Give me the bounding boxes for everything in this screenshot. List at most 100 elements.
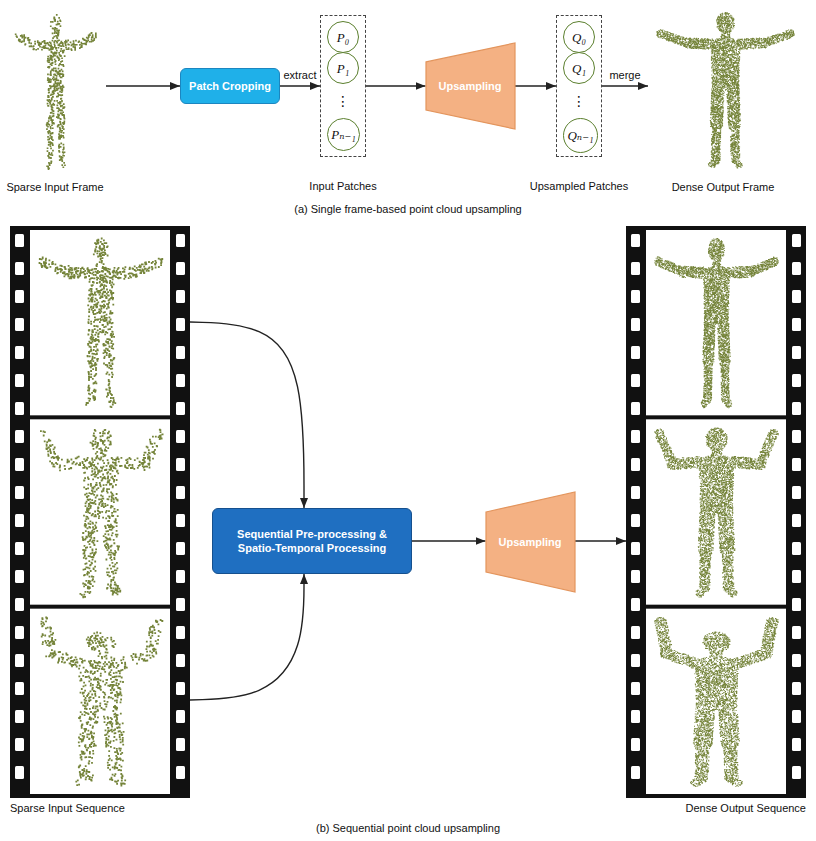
- sprocket-hole: [176, 430, 185, 443]
- film-strip: Sparse Input Sequence: [10, 226, 190, 798]
- sprocket-hole: [631, 654, 640, 667]
- node-text: Dense Output Frame: [672, 180, 775, 194]
- node-text: P₀: [337, 30, 349, 45]
- point-cloud-figure: Sparse Input Frame: [4, 8, 106, 194]
- sprocket-hole: [631, 290, 640, 303]
- connector-arrow: [280, 85, 320, 86]
- film-strip: Dense Output Sequence: [626, 226, 806, 798]
- process-box: Patch Cropping: [180, 68, 280, 104]
- sprocket-hole: [15, 514, 24, 527]
- sprocket-hole: [176, 738, 185, 751]
- sprocket-hole: [176, 458, 185, 471]
- sprocket-hole: [792, 234, 801, 247]
- film-strip-art: [626, 226, 806, 798]
- sprocket-hole: [15, 430, 24, 443]
- connector-arrow: [602, 85, 648, 86]
- sprocket-hole: [631, 402, 640, 415]
- sprocket-hole: [631, 486, 640, 499]
- sprocket-hole: [176, 654, 185, 667]
- film-frame: [30, 230, 170, 415]
- connector-arrow: [106, 85, 180, 86]
- connector-arrow: [412, 540, 486, 541]
- ellipsis-mark: ⋮: [336, 93, 350, 110]
- sprocket-hole: [631, 598, 640, 611]
- patch-circle: Q₀: [563, 21, 595, 53]
- sprocket-hole: [792, 318, 801, 331]
- figures: [15, 12, 795, 170]
- sprocket-hole: [631, 626, 640, 639]
- sprocket-hole: [15, 234, 24, 247]
- patch-circle: Pₙ₋₁: [327, 118, 360, 151]
- film-frame: [646, 230, 786, 415]
- sprocket-hole: [176, 262, 185, 275]
- sprocket-hole: [792, 738, 801, 751]
- sprocket-hole: [792, 766, 801, 779]
- trapezoid-outline: [426, 43, 515, 129]
- patch-circle: P₁: [327, 52, 359, 84]
- point-cloud: [41, 616, 164, 786]
- sprocket-hole: [792, 514, 801, 527]
- sub-caption: (a) Single frame-based point cloud upsam…: [294, 202, 521, 216]
- node-text: Upsampled Patches: [530, 179, 628, 193]
- sprocket-hole: [631, 374, 640, 387]
- sprocket-hole: [176, 766, 185, 779]
- sprocket-hole: [792, 542, 801, 555]
- connector-arrow: [190, 322, 304, 508]
- sprocket-hole: [792, 570, 801, 583]
- upsampling-block: Upsampling: [486, 492, 575, 592]
- sprocket-hole: [176, 570, 185, 583]
- sprocket-hole: [792, 402, 801, 415]
- sprocket-hole: [176, 234, 185, 247]
- point-cloud: [655, 428, 779, 598]
- sprocket-hole: [15, 318, 24, 331]
- sprocket-hole: [15, 598, 24, 611]
- sprocket-hole: [15, 710, 24, 723]
- sprocket-hole: [631, 738, 640, 751]
- sprocket-hole: [15, 458, 24, 471]
- sprocket-hole: [176, 290, 185, 303]
- node-text: Sparse Input Sequence: [10, 801, 125, 815]
- film-frame: [646, 419, 786, 604]
- trapezoid-outline: [486, 492, 575, 592]
- film-strip-art: [10, 226, 190, 798]
- sprocket-hole: [792, 626, 801, 639]
- sprocket-hole: [792, 710, 801, 723]
- sprocket-hole: [176, 710, 185, 723]
- film-frame: [646, 609, 786, 794]
- process-box: Sequential Pre-processing & Spatio-Tempo…: [212, 508, 412, 574]
- sprocket-hole: [631, 514, 640, 527]
- sprocket-hole: [15, 402, 24, 415]
- sprocket-hole: [792, 262, 801, 275]
- sprocket-hole: [15, 738, 24, 751]
- node-text: Sparse Input Frame: [6, 180, 103, 194]
- sprocket-hole: [631, 542, 640, 555]
- sprocket-hole: [15, 682, 24, 695]
- point-cloud: [654, 238, 778, 408]
- film-frame: [30, 419, 170, 604]
- point-cloud-figure: Dense Output Frame: [648, 8, 798, 194]
- sprocket-hole: [792, 374, 801, 387]
- sprocket-hole: [792, 458, 801, 471]
- patch-group: P₀P₁Pₙ₋₁Input Patches: [320, 15, 366, 157]
- node-text: Upsampling: [499, 535, 562, 549]
- patch-circle: Q₁: [563, 52, 595, 84]
- sprocket-hole: [15, 374, 24, 387]
- patch-circle: Qₙ₋₁: [563, 118, 598, 153]
- node-text: Dense Output Sequence: [686, 801, 806, 815]
- sprocket-hole: [631, 346, 640, 359]
- film-frame: [30, 609, 170, 794]
- sprocket-hole: [15, 262, 24, 275]
- sprocket-hole: [792, 346, 801, 359]
- film-base: [626, 226, 806, 798]
- patch-group: Q₀Q₁Qₙ₋₁Upsampled Patches: [556, 15, 602, 157]
- sprocket-hole: [176, 486, 185, 499]
- sprocket-hole: [792, 290, 801, 303]
- point-cloud: [656, 12, 794, 168]
- sprocket-hole: [631, 710, 640, 723]
- node-text: Q₀: [572, 30, 586, 45]
- sprocket-hole: [792, 682, 801, 695]
- patch-circle: P₀: [327, 21, 359, 53]
- sprocket-hole: [631, 318, 640, 331]
